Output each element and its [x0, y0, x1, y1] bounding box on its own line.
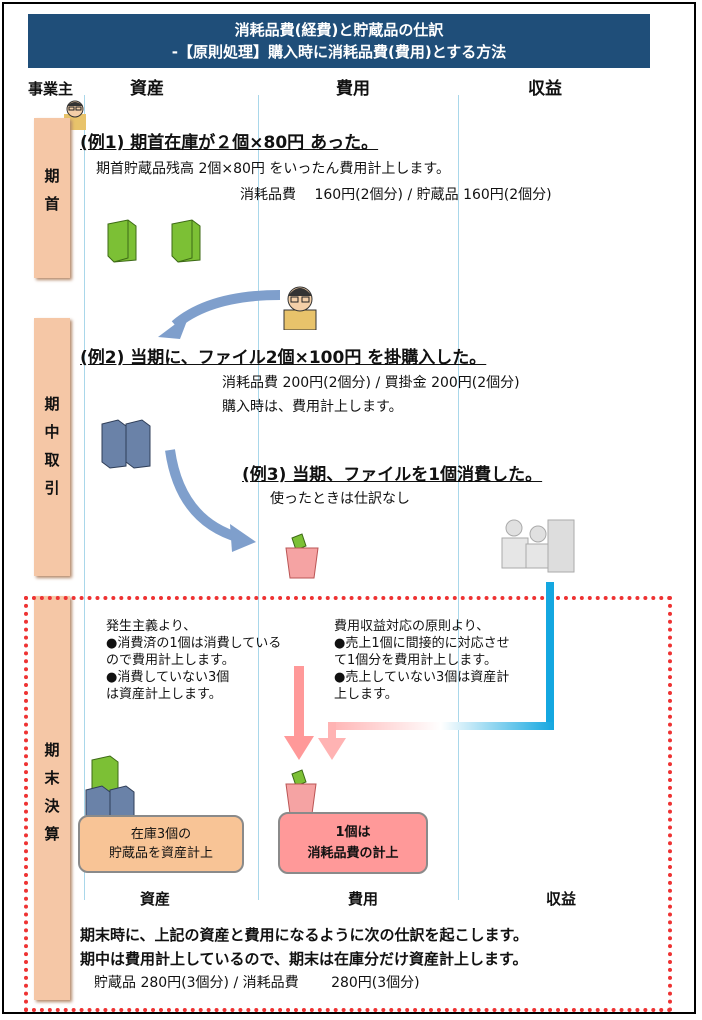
example1-desc: 期首貯蔵品残高 2個×80円 をいったん費用計上します。 [96, 161, 450, 177]
asset-box-line: 在庫3個の [130, 827, 192, 842]
green-file-icon [107, 219, 137, 263]
period-end-char-2: 末 [44, 769, 60, 787]
trash-bin-icon [285, 533, 319, 579]
asset-header: 資産 [130, 79, 164, 99]
conclusion-line-2: 期中は費用計上しているので、期末は在庫分だけ資産計上します。 [80, 950, 528, 968]
title-line-2: -【原則処理】購入時に消耗品費(費用)とする方法 [171, 43, 507, 61]
example1-heading: (例1) 期首在庫が２個×80円 あった。 [80, 133, 379, 153]
trash-bin-icon [285, 769, 317, 815]
accrual-note: 発生主義より、 ●消費済の1個は消費している ので費用計上します。 ●消費してい… [106, 618, 281, 703]
period-start-char-2: 首 [44, 195, 60, 213]
expense-box-line: 消耗品費の計上 [307, 846, 399, 861]
example3-heading: (例3) 当期、ファイルを1個消費した。 [242, 465, 543, 485]
period-start: 期 首 [34, 118, 70, 278]
conclusion-entry: 貯蔵品 280円(3個分) / 消耗品費 280円(3個分) [94, 975, 420, 991]
expense-down-arrow [284, 666, 314, 760]
period-end-char-3: 決 [44, 797, 60, 815]
matching-note-line: て1個分を費用計上します。 [334, 653, 497, 668]
businessman-icon [283, 286, 317, 330]
footer-expense-header: 費用 [348, 890, 379, 908]
period-end-section [24, 596, 672, 1012]
matching-note-line: ●売上1個に間接的に対応させ [334, 636, 510, 651]
blue-file-icon [101, 419, 151, 469]
column-line-revenue [458, 95, 459, 900]
consume-arrow [165, 449, 256, 552]
period-end-char-1: 期 [44, 741, 60, 759]
example2-note: 購入時は、費用計上します。 [222, 399, 403, 415]
matching-note-line: 上します。 [334, 687, 398, 702]
period-end: 期 末 決 算 [34, 596, 70, 1000]
column-line-expense [258, 95, 259, 900]
example1-entry: 消耗品費 160円(2個分) / 貯蔵品 160円(2個分) [240, 187, 552, 203]
period-during-char-3: 取 [44, 451, 60, 469]
expense-summary-box: 1個は 消耗品費の計上 [278, 812, 428, 874]
conclusion-line-1: 期末時に、上記の資産と費用になるように次の仕訳を起こします。 [80, 926, 529, 944]
period-during-char-4: 引 [44, 479, 60, 497]
title-line-1: 消耗品費(経費)と貯蔵品の仕訳 [234, 21, 444, 39]
asset-box-line: 貯蔵品を資産計上 [108, 846, 213, 861]
period-end-char-4: 算 [44, 825, 60, 843]
revenue-header: 収益 [528, 79, 562, 99]
footer-asset-header: 資産 [140, 890, 171, 908]
page-title: 消耗品費(経費)と貯蔵品の仕訳 -【原則処理】購入時に消耗品費(費用)とする方法 [28, 14, 650, 68]
period-during-char-2: 中 [44, 423, 60, 441]
green-file-icon [171, 219, 201, 263]
example3-note: 使ったときは仕訳なし [270, 491, 410, 507]
asset-summary-box: 在庫3個の 貯蔵品を資産計上 [78, 815, 244, 873]
period-during: 期 中 取 引 [34, 318, 70, 576]
matching-note: 費用収益対応の原則より、 ●売上1個に間接的に対応させ て1個分を費用計上します… [334, 618, 510, 703]
column-line-asset [84, 95, 85, 900]
accrual-note-line: ●消費済の1個は消費している [106, 636, 282, 651]
shop-people-icon [501, 519, 575, 573]
footer-revenue-header: 収益 [546, 890, 577, 908]
accrual-note-line: 発生主義より、 [106, 619, 197, 634]
purchase-arrow [158, 290, 281, 339]
period-during-char-1: 期 [44, 395, 60, 413]
revenue-to-expense-arrow [318, 582, 554, 760]
expense-box-line: 1個は [335, 825, 371, 840]
accrual-note-line: は資産計上します。 [106, 687, 222, 702]
example2-heading: (例2) 当期に、ファイル2個×100円 を掛購入した。 [80, 348, 487, 368]
example2-entry: 消耗品費 200円(2個分) / 買掛金 200円(2個分) [222, 375, 520, 391]
accrual-note-line: ので費用計上します。 [106, 653, 235, 668]
expense-header: 費用 [336, 79, 370, 99]
matching-note-line: 費用収益対応の原則より、 [334, 619, 490, 634]
period-start-char-1: 期 [44, 167, 60, 185]
accrual-note-line: ●消費していない3個 [106, 670, 230, 685]
matching-note-line: ●売上していない3個は資産計 [334, 670, 510, 685]
owner-header: 事業主 [28, 80, 74, 98]
